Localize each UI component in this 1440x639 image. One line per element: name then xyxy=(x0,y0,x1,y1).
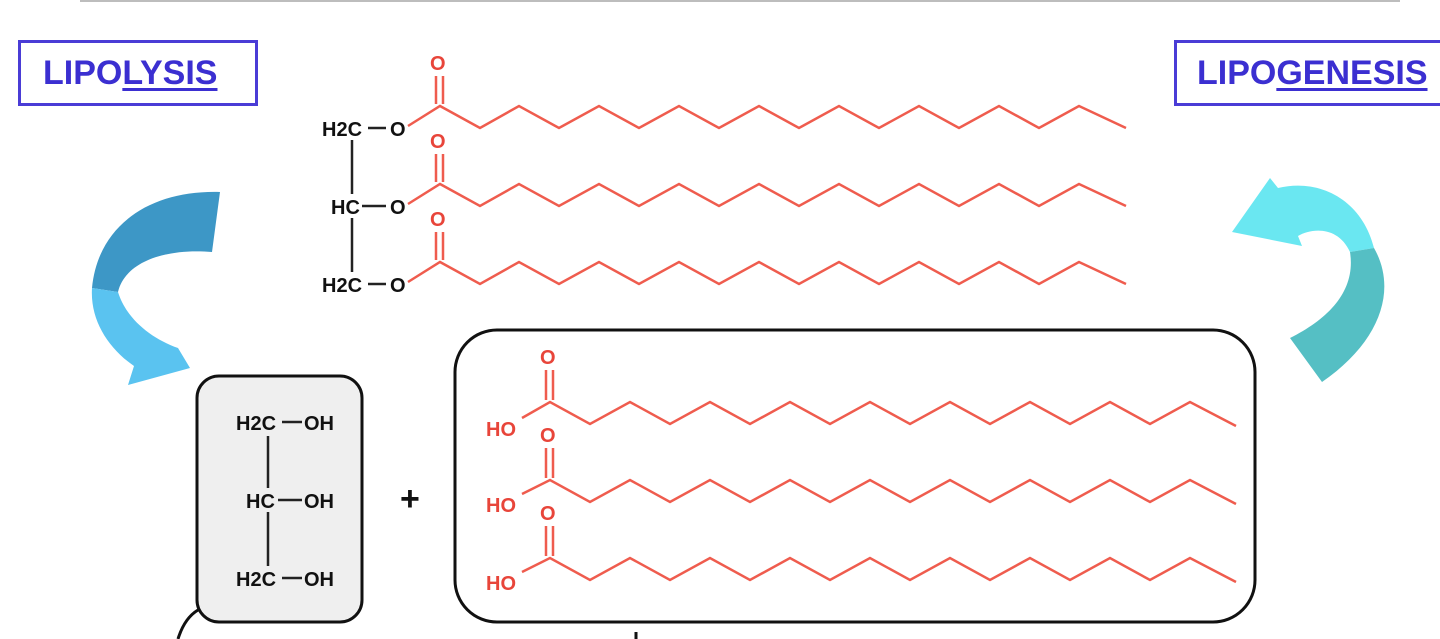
connector-curve xyxy=(176,608,199,639)
tg-chain-2 xyxy=(407,182,1127,208)
top-divider xyxy=(80,0,1400,2)
glycerol-carbon-1: H2C xyxy=(236,413,276,435)
lipolysis-prefix: LIPO xyxy=(43,53,123,92)
tg-carbon-2: HC xyxy=(331,197,360,219)
tg-chain-3 xyxy=(407,260,1127,286)
tg-carbonyl-oxygen-3: O xyxy=(430,209,446,231)
fa-carbonyl-oxygen-2: O xyxy=(540,425,556,447)
fatty-acids-group: O HO O HO O HO xyxy=(453,328,1257,624)
lipogenesis-prefix: LIPO xyxy=(1197,53,1277,92)
tg-ester-oxygen-2: O xyxy=(390,197,406,219)
glycerol-hydroxyl-1: OH xyxy=(304,413,334,435)
tg-ester-oxygen-1: O xyxy=(390,119,406,141)
fa-hydroxyl-1: HO xyxy=(486,419,516,441)
fa-chain-2 xyxy=(521,478,1237,506)
fa-carbonyl-oxygen-3: O xyxy=(540,503,556,525)
fa-hydroxyl-2: HO xyxy=(486,495,516,517)
lipolysis-arrow-icon xyxy=(91,191,220,385)
tg-chain-1 xyxy=(407,104,1127,130)
lipolysis-suffix: LYSIS xyxy=(122,53,218,92)
glycerol-carbon-3: H2C xyxy=(236,569,276,591)
glycerol-molecule: H2C OH HC OH H2C OH xyxy=(195,374,364,624)
triglyceride-molecule: H2C O O HC O O H2C O O xyxy=(322,53,1127,297)
fa-hydroxyl-3: HO xyxy=(486,573,516,595)
glycerol-hydroxyl-3: OH xyxy=(304,569,334,591)
glycerol-hydroxyl-2: OH xyxy=(304,491,334,513)
tg-carbonyl-oxygen-1: O xyxy=(430,53,446,75)
fa-carbonyl-oxygen-1: O xyxy=(540,347,556,369)
plus-sign: + xyxy=(400,480,420,518)
fa-chain-3 xyxy=(521,556,1237,584)
tg-carbon-1: H2C xyxy=(322,119,362,141)
lipogenesis-arrow-icon xyxy=(1232,178,1385,382)
fa-chain-1 xyxy=(521,400,1237,428)
lipogenesis-suffix: GENESIS xyxy=(1276,53,1428,92)
tg-ester-oxygen-3: O xyxy=(390,275,406,297)
tg-carbon-3: H2C xyxy=(322,275,362,297)
tg-carbonyl-oxygen-2: O xyxy=(430,131,446,153)
glycerol-carbon-2: HC xyxy=(246,491,275,513)
